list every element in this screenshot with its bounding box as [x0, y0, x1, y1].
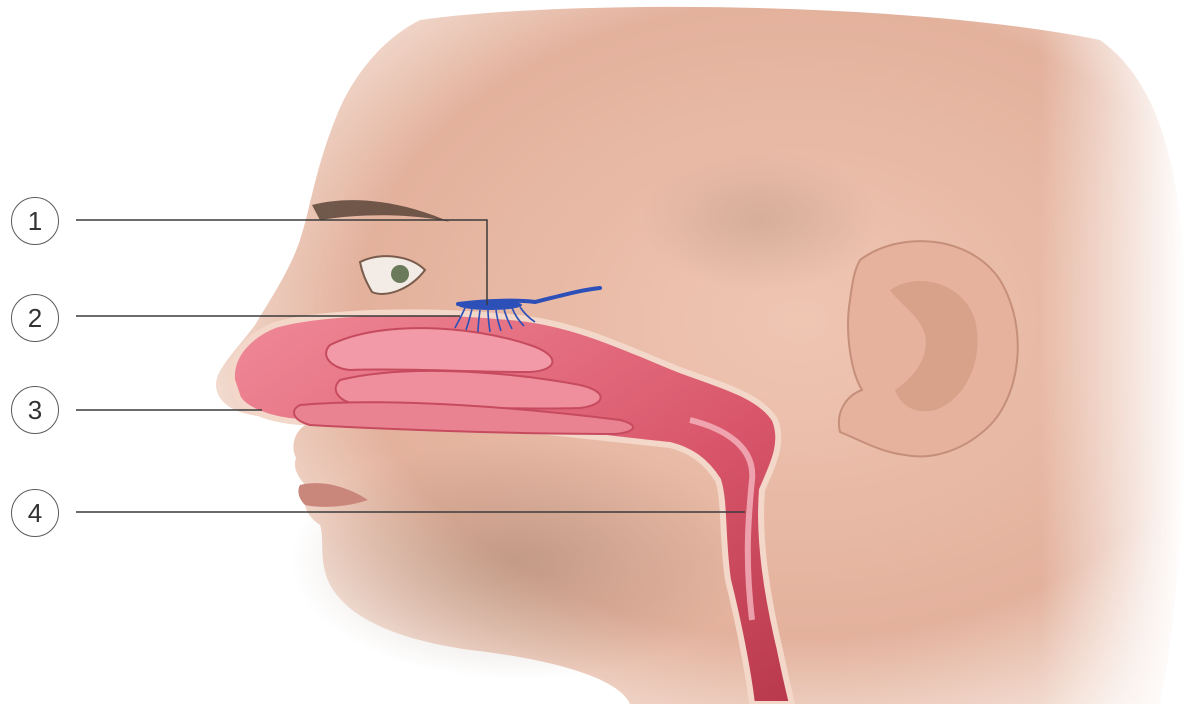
callout-2: 2 — [11, 294, 59, 342]
callout-4: 4 — [11, 489, 59, 537]
iris — [391, 265, 409, 283]
callout-3: 3 — [11, 386, 59, 434]
temple-stubble — [640, 150, 880, 290]
callout-1: 1 — [11, 197, 59, 245]
background-fade — [1040, 0, 1186, 704]
callout-label: 2 — [28, 303, 42, 334]
beard-stubble — [290, 440, 750, 680]
callout-label: 3 — [28, 395, 42, 426]
callout-label: 1 — [28, 206, 42, 237]
callout-label: 4 — [28, 498, 42, 529]
